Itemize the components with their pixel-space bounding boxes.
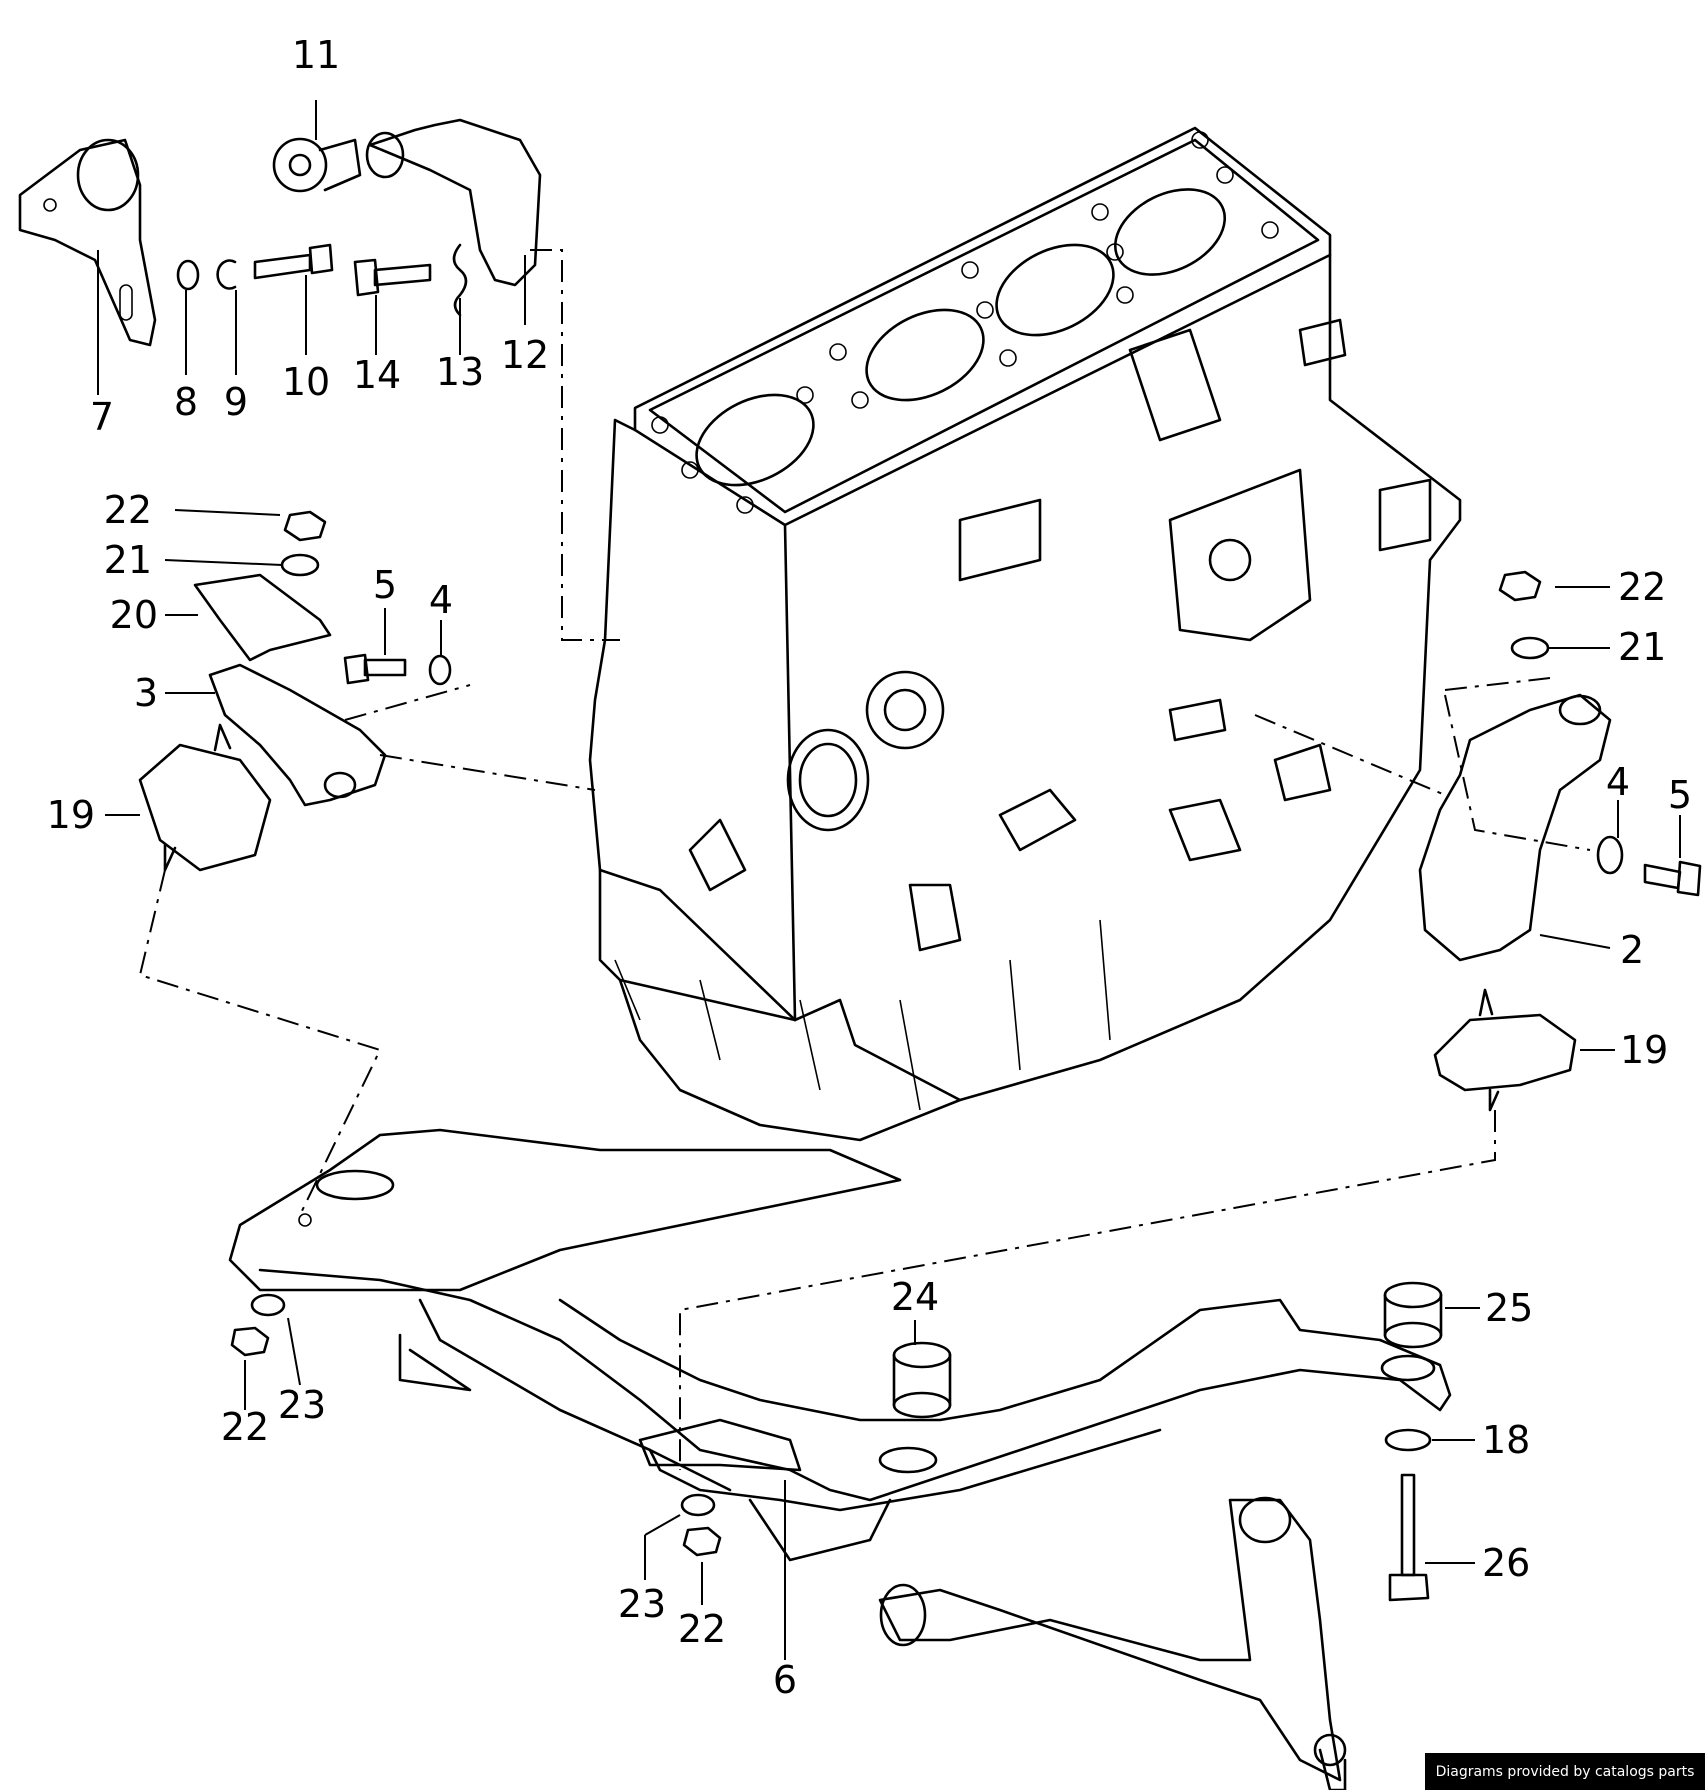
callout-11: 11: [292, 33, 340, 77]
callout-12: 12: [501, 333, 549, 377]
callout-4-left: 4: [429, 578, 453, 622]
clip-13: [452, 243, 468, 317]
callout-8: 8: [174, 380, 198, 424]
callout-25: 25: [1485, 1286, 1533, 1330]
callout-26: 26: [1482, 1541, 1530, 1585]
spring-washer-9: [216, 259, 237, 290]
bolt-5-left: [343, 653, 407, 685]
bushing-25: [1383, 1281, 1443, 1349]
washer-4-left: [428, 654, 452, 686]
washer-18: [1384, 1428, 1432, 1452]
callout-10: 10: [282, 360, 330, 404]
callout-19-right: 19: [1620, 1028, 1668, 1072]
assembly-lines: [138, 249, 1591, 1470]
callout-18: 18: [1482, 1418, 1530, 1462]
washer-23-bottom: [680, 1493, 716, 1517]
callout-24: 24: [891, 1275, 939, 1319]
washer-23-left: [250, 1293, 286, 1317]
callout-22-right: 22: [1618, 565, 1666, 609]
bracket-7: [18, 138, 157, 347]
callout-5-right: 5: [1668, 773, 1692, 817]
washer-8: [176, 259, 200, 291]
washer-4-right: [1596, 835, 1624, 875]
mount-19-left: [138, 723, 272, 872]
bolt-10: [253, 243, 334, 280]
mount-19-right: [1433, 988, 1577, 1112]
control-arm: [878, 1496, 1347, 1790]
callout-6: 6: [773, 1658, 797, 1702]
bracket-12: [365, 118, 542, 287]
bolt-5-right: [1643, 860, 1702, 897]
callout-9: 9: [224, 380, 248, 424]
callout-23-left: 23: [278, 1383, 326, 1427]
callout-21-left: 21: [104, 538, 152, 582]
bracket-3: [208, 663, 387, 807]
bracket-2: [1418, 693, 1612, 962]
bolt-14: [353, 258, 432, 297]
callout-13: 13: [436, 350, 484, 394]
callouts: 11 7 8 9 10 14 13 12 22 21 20 5 4 3 19 2…: [47, 33, 1692, 1702]
bolt-26: [1388, 1473, 1430, 1602]
callout-4-right: 4: [1606, 760, 1630, 804]
callout-22-top-left: 22: [104, 488, 152, 532]
washer-21-left: [280, 553, 320, 577]
callout-19-left: 19: [47, 793, 95, 837]
credit-footer: Diagrams provided by catalogs parts: [1425, 1753, 1705, 1790]
subframe: [228, 1128, 1452, 1562]
callout-14: 14: [353, 353, 401, 397]
callout-23-bottom: 23: [618, 1582, 666, 1626]
plate-20: [193, 573, 332, 662]
callout-22-bottom: 22: [678, 1607, 726, 1651]
callout-22-lower-left: 22: [221, 1405, 269, 1449]
washer-21-right: [1510, 636, 1550, 660]
leader-lines: [97, 100, 1681, 1660]
nut-22-top-left: [283, 510, 327, 542]
callout-7: 7: [90, 395, 114, 439]
bushing-24: [892, 1341, 952, 1419]
part-11: [272, 137, 362, 193]
callout-2: 2: [1620, 928, 1644, 972]
nut-22-bottom: [682, 1526, 722, 1557]
callout-21-right: 21: [1618, 625, 1666, 669]
callout-3: 3: [134, 671, 158, 715]
engine-block: [588, 126, 1462, 1142]
nut-22-lower-left: [230, 1326, 270, 1357]
nut-22-right: [1498, 570, 1542, 602]
callout-5-left: 5: [373, 563, 397, 607]
callout-20: 20: [110, 593, 158, 637]
